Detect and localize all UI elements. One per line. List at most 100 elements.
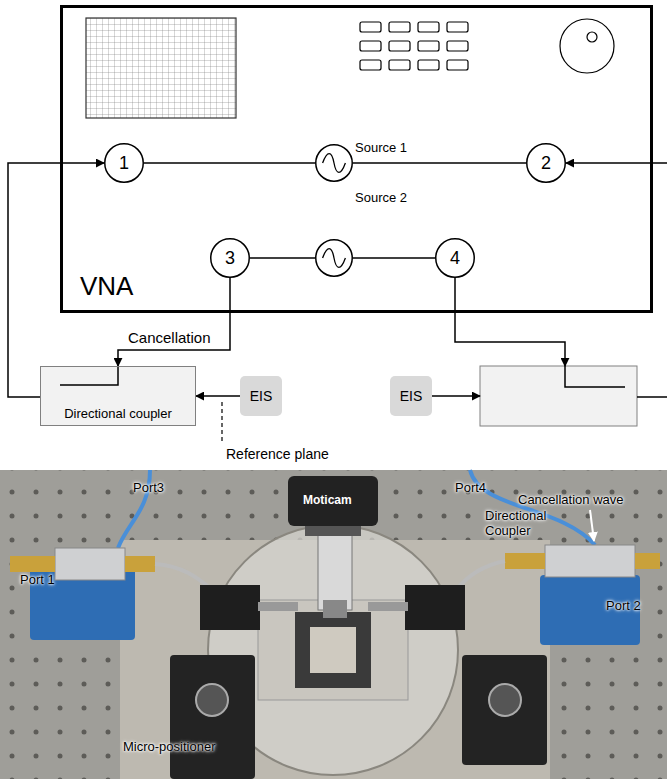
photo-label: Cancellation wave [518,492,624,507]
leader-arrow [590,510,594,541]
chuck [295,612,371,688]
connector [196,395,240,397]
source-label: Source 1 [355,140,407,155]
vna-button [447,22,468,32]
coupler-mark [60,366,118,385]
plane-label-holder: Reference plane [226,445,329,463]
coupler-mount [540,575,640,645]
port-circle: 4 [435,238,475,278]
circle-outline [105,144,144,183]
vna-button [389,60,410,70]
probe-arm [258,602,298,611]
instrument-box: VNA Source 1 1 2Source 2 3 4 [60,5,653,313]
photo-label-holder: Cancellation wave [518,490,624,508]
node-label: EIS [400,388,423,404]
vna-button [447,41,468,51]
port-circle: 3 [210,238,250,278]
photo-label-holder: Port3 [133,478,164,496]
vna-button [418,60,439,70]
positioner-knob [196,684,228,716]
camera-head [288,476,378,526]
signal-wire [637,396,667,398]
lens-ring [305,526,361,536]
micro-positioner [462,655,547,765]
photo-label: Port 1 [20,572,55,587]
node-label: EIS [250,388,273,404]
sine-symbol [323,249,346,268]
coupler-body [480,366,637,426]
circle-outline [315,239,353,277]
photo-label-holder: Directional Coupler [485,508,565,539]
microscope-column [318,525,352,610]
coupler-box: Directional coupler [40,366,196,426]
port-number: 3 [225,248,235,269]
connector [118,278,230,366]
port-circle: 1 [104,143,144,183]
knob-mark [587,32,597,42]
port-number: 2 [541,153,551,174]
photo-label-holder: Port4 [455,478,486,496]
camera-brand: Moticam [303,493,352,507]
vna-screen [86,18,236,118]
connector [353,257,435,259]
optical-breadboard [0,470,667,779]
coupler-mark [565,366,625,387]
source-symbol: Source 2 [315,239,353,277]
source-symbol: Source 1 [315,144,353,182]
photo-label: Port 2 [606,598,641,613]
stage [258,600,408,700]
reference-plane-line [221,402,222,442]
port-number: 1 [119,153,129,174]
vna-button [360,60,381,70]
photo-label: Port4 [455,480,486,495]
sample [310,627,356,673]
vna-button [360,22,381,32]
port-circle: 2 [526,143,566,183]
photo-label-holder: Port 2 [606,596,641,614]
node-label: Directional coupler [64,406,172,421]
plane-label: Reference plane [226,446,329,462]
circle-outline [211,239,250,278]
port-number: 4 [450,248,460,269]
eis-box: EIS [390,376,432,416]
node-label: VNA [80,271,133,302]
connector [10,556,55,572]
eis-box: EIS [240,376,282,416]
connector [125,556,155,572]
coupler-body [40,366,196,426]
edge-label-holder: Cancellation [126,329,213,347]
photo-label: Directional Coupler [485,508,565,538]
coupler-device [55,548,125,580]
vna-button [389,22,410,32]
circle-outline [316,240,353,277]
photo-label-holder: Port 1 [20,570,55,588]
probe-arm [368,602,408,611]
probe-holder [200,585,260,630]
vna-button [418,22,439,32]
vna-button [447,60,468,70]
micro-positioner [170,655,255,779]
vna-button [360,41,381,51]
probe-holder [405,585,465,630]
vna-button [389,41,410,51]
photo-label-holder: Micro-positioner [123,737,215,755]
sine-symbol [323,154,346,173]
blue-cable [470,470,595,545]
signal-wire [432,395,480,397]
connector [505,553,545,569]
photo-label: Port3 [133,480,164,495]
vna-button [418,41,439,51]
connector [144,162,315,164]
circle-outline [315,144,353,182]
circle-outline [527,144,566,183]
photo-background [0,470,667,779]
cancellation-wire [455,278,565,366]
photo-label: Micro-positioner [123,739,215,754]
coupler-device [545,545,635,577]
microscope-objective [323,600,347,618]
vna-knob [560,19,614,73]
connector [353,162,526,164]
